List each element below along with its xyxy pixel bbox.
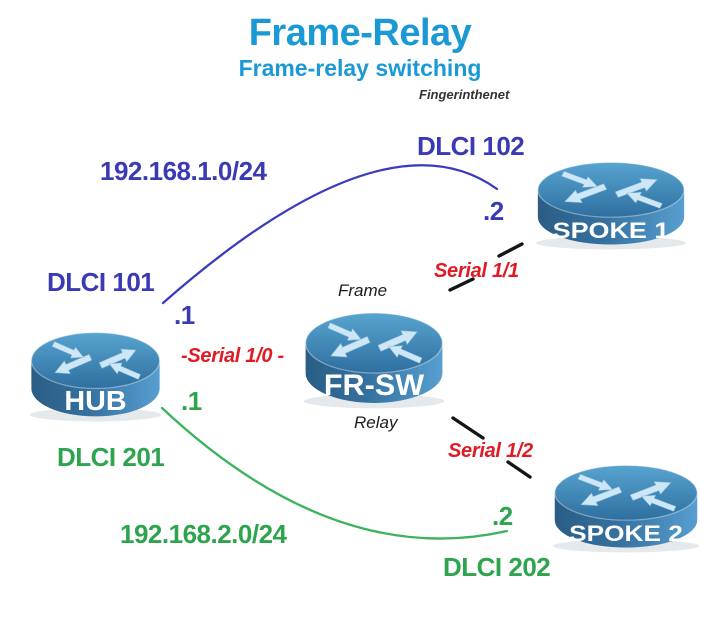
frame-annotation: Frame	[338, 281, 388, 300]
hub-router-icon: HUB	[29, 331, 162, 422]
relay-annotation: Relay	[354, 413, 398, 432]
dlci-102-label: DLCI 102	[417, 131, 525, 161]
serial-1-1-label: Serial 1/1	[434, 260, 519, 282]
serial-1-2-link-dash-lower	[506, 460, 532, 479]
page-title: Frame-Relay	[248, 12, 472, 54]
dlci-202-label: DLCI 202	[443, 552, 551, 582]
serial-1-2-link-dash-upper	[451, 416, 485, 440]
spoke1-router-icon: SPOKE 1	[535, 161, 687, 250]
spoke2-router-label: SPOKE 2	[569, 522, 683, 547]
spoke1-ip-label: .2	[483, 196, 504, 226]
frame-relay-switch-label: FR-SW	[324, 369, 425, 402]
dlci-101-label: DLCI 101	[47, 267, 155, 297]
serial-1-1-link-dash-upper	[497, 242, 524, 258]
dlci-201-label: DLCI 201	[57, 442, 165, 472]
hub-router-label: HUB	[64, 385, 126, 417]
spoke2-ip-label: .2	[492, 501, 513, 531]
spoke2-router-icon: SPOKE 2	[552, 464, 700, 553]
subnet1-label: 192.168.1.0/24	[100, 156, 267, 186]
spoke1-router-label: SPOKE 1	[553, 219, 670, 243]
frame-relay-switch-icon: FR-SW	[303, 312, 445, 409]
credit-watermark: Fingerinthenet	[419, 87, 510, 102]
subnet2-label: 192.168.2.0/24	[120, 519, 287, 549]
hub-ip-blue-label: .1	[174, 300, 195, 330]
page-subtitle: Frame-relay switching	[238, 55, 482, 81]
serial-1-2-label: Serial 1/2	[448, 440, 533, 462]
serial-1-0-label: -Serial 1/0 -	[181, 345, 284, 367]
hub-ip-green-label: .1	[181, 386, 202, 416]
